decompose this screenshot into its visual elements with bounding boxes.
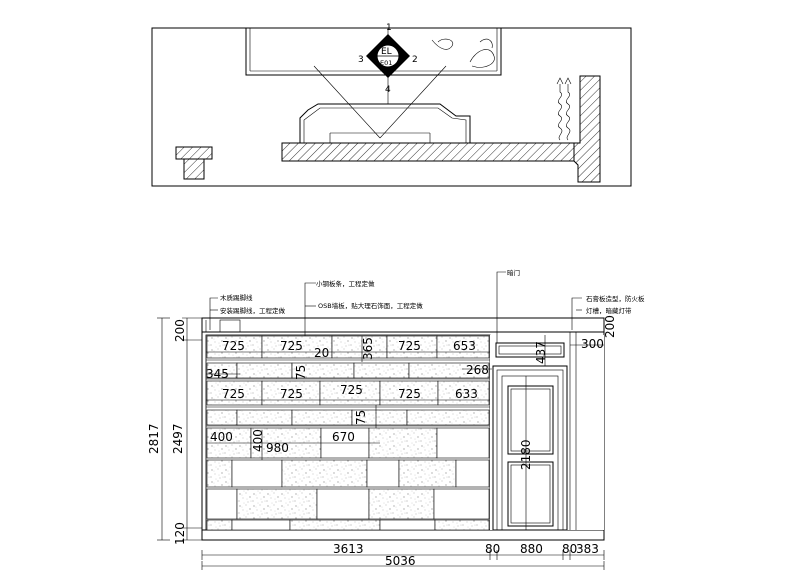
dimensions: 725 725 20 725 653 365 345 75 268 725 72…	[147, 315, 617, 570]
dim-row1-6: 653	[453, 339, 476, 353]
elevation-index-symbol: 1 2 4 3 EL E01	[358, 23, 418, 95]
annotation-middle-second: OSB墙板，贴大理石饰面，工程定做	[318, 301, 423, 310]
index-code: EL	[381, 47, 392, 57]
annotation-right-second: 灯槽，暗藏灯带	[586, 306, 632, 315]
dim-bottom-4: 80	[562, 542, 577, 556]
index-top: 1	[386, 23, 392, 33]
annotation-door: 暗门	[507, 268, 520, 277]
dim-row1-1: 725	[222, 339, 245, 353]
dim-right-top-v: 200	[603, 315, 617, 338]
dim-row5-3: 980	[266, 441, 289, 455]
dim-row5-2: 400	[251, 429, 265, 452]
dim-row3-5: 633	[455, 387, 478, 401]
dim-bottom-1: 3613	[333, 542, 364, 556]
dim-left-v-2: 2497	[171, 423, 185, 454]
dim-box-height: 437	[534, 341, 548, 364]
dim-bottom-total: 5036	[385, 554, 416, 568]
dim-row4-mid: 75	[354, 410, 368, 425]
dim-row1-5: 725	[398, 339, 421, 353]
dim-row5-4: 670	[332, 430, 355, 444]
elevation-view	[201, 317, 605, 541]
dim-row3-3: 725	[340, 383, 363, 397]
dim-row1-2: 725	[280, 339, 303, 353]
annotation-left-second: 安装踢脚线，工程定做	[220, 306, 286, 315]
dim-row3-4: 725	[398, 387, 421, 401]
dim-row5-1: 400	[210, 430, 233, 444]
dim-bottom-3: 880	[520, 542, 543, 556]
dim-bottom-2: 80	[485, 542, 500, 556]
dim-row2-right: 268	[466, 363, 489, 377]
dim-bottom-5: 383	[576, 542, 599, 556]
dim-door-height: 2180	[519, 439, 533, 470]
index-bottom: 4	[385, 85, 391, 95]
dim-total-v: 2817	[147, 423, 161, 454]
dim-left-v-1: 200	[173, 319, 187, 342]
dim-row1-3: 20	[314, 346, 329, 360]
plan-view: 1 2 4 3 EL E01	[151, 23, 632, 187]
dim-row2-mid: 75	[294, 365, 308, 380]
dim-left-v-3: 120	[173, 522, 187, 545]
dim-row1-4: 365	[361, 337, 375, 360]
annotations: 木质踢脚线 安装踢脚线，工程定做 小钢板条，工程定做 OSB墙板，贴大理石饰面，…	[209, 268, 645, 343]
annotation-right-top: 石膏板造型，防火板	[586, 294, 645, 303]
annotation-middle-top: 小钢板条，工程定做	[316, 279, 375, 288]
dim-row3-1: 725	[222, 387, 245, 401]
index-left: 3	[358, 55, 364, 65]
index-right: 2	[412, 55, 418, 65]
index-sheet: E01	[380, 59, 392, 67]
annotation-left-top: 木质踢脚线	[220, 293, 253, 302]
dim-row3-2: 725	[280, 387, 303, 401]
dim-box-right: 300	[581, 337, 604, 351]
stone-tiles	[206, 335, 490, 531]
